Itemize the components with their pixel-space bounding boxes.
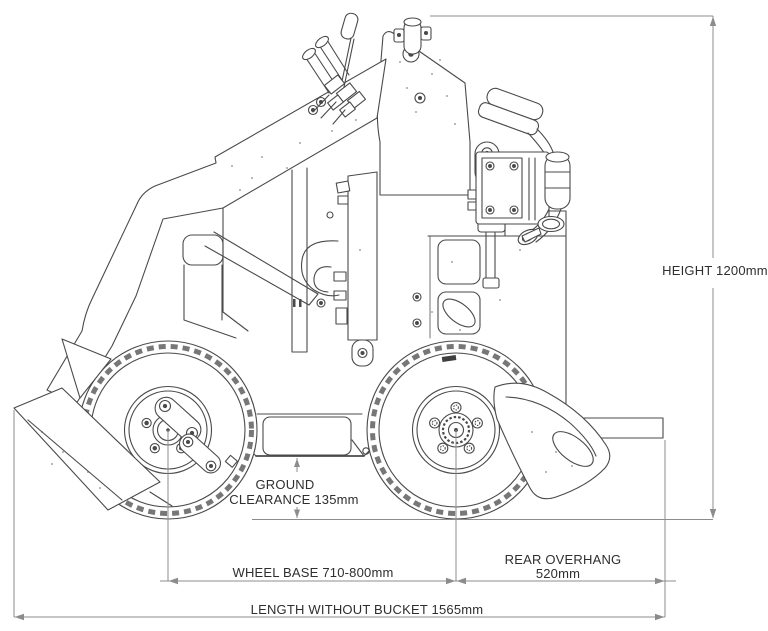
arrowhead <box>294 509 300 518</box>
footwell-flap <box>300 240 340 297</box>
foreground-parts <box>13 12 664 511</box>
hose-fitting <box>337 195 349 205</box>
guard-slot <box>552 431 594 467</box>
hydraulic-hoses <box>302 12 367 125</box>
engine <box>475 87 571 246</box>
control-tower <box>376 17 471 196</box>
arrowhead <box>655 577 665 585</box>
arrowhead <box>709 16 717 26</box>
arrowhead <box>294 458 300 467</box>
dimension-height <box>252 15 717 520</box>
rear-wheel-bolts <box>429 401 483 454</box>
plate-support-bracket <box>61 338 112 399</box>
arrowhead <box>709 509 717 519</box>
air-filter <box>477 87 544 136</box>
control-lever <box>340 12 359 88</box>
front-panel <box>182 234 224 266</box>
scan-speckles <box>41 59 573 489</box>
arrowhead <box>446 577 456 585</box>
arm-brace <box>204 231 319 306</box>
machine-drawing <box>182 17 571 457</box>
hose-couplers <box>307 74 367 125</box>
arrowhead <box>14 613 24 621</box>
arrowhead <box>456 577 466 585</box>
vent-slot <box>442 298 476 328</box>
arrowhead <box>655 613 665 621</box>
ground-clearance-label-line2: CLEARANCE 135mm <box>229 492 358 507</box>
side-vent-panel <box>437 291 481 335</box>
dimension-rear-overhang <box>456 440 666 617</box>
belly-pan <box>262 416 352 456</box>
hose-fitting <box>333 271 347 282</box>
dimension-wheel-base <box>160 430 676 585</box>
hose-fitting <box>335 180 351 194</box>
arrowhead <box>168 577 178 585</box>
hydraulic-cylinders <box>291 167 378 367</box>
top-hose-clamp <box>393 17 432 55</box>
length-without-bucket-label: LENGTH WITHOUT BUCKET 1565mm <box>251 602 484 617</box>
height-label: HEIGHT 1200mm <box>662 263 768 278</box>
chassis <box>182 139 567 457</box>
wheel-base-label: WHEEL BASE 710-800mm <box>232 565 393 580</box>
dimension-ground-clearance <box>294 458 300 518</box>
loader-arm <box>46 58 387 405</box>
linkage-bar <box>178 433 222 474</box>
fuel-cap <box>521 215 565 243</box>
dimension-lines <box>13 15 717 621</box>
rear-axle-guard <box>493 382 611 500</box>
ground-clearance-label-line1: GROUND <box>256 477 315 492</box>
side-vent-panel <box>437 239 481 285</box>
linkage-bar <box>154 396 202 442</box>
dimension-length <box>13 410 665 621</box>
front-tire-tread <box>82 344 254 516</box>
tire-valve-mark <box>441 355 457 362</box>
hose-fitting <box>335 307 348 325</box>
dimension-labels: HEIGHT 1200mm GROUND CLEARANCE 135mm WHE… <box>229 263 768 617</box>
rear-overhang-label-line1: REAR OVERHANG <box>505 552 622 567</box>
rear-overhang-label-line2: 520mm <box>536 566 580 581</box>
